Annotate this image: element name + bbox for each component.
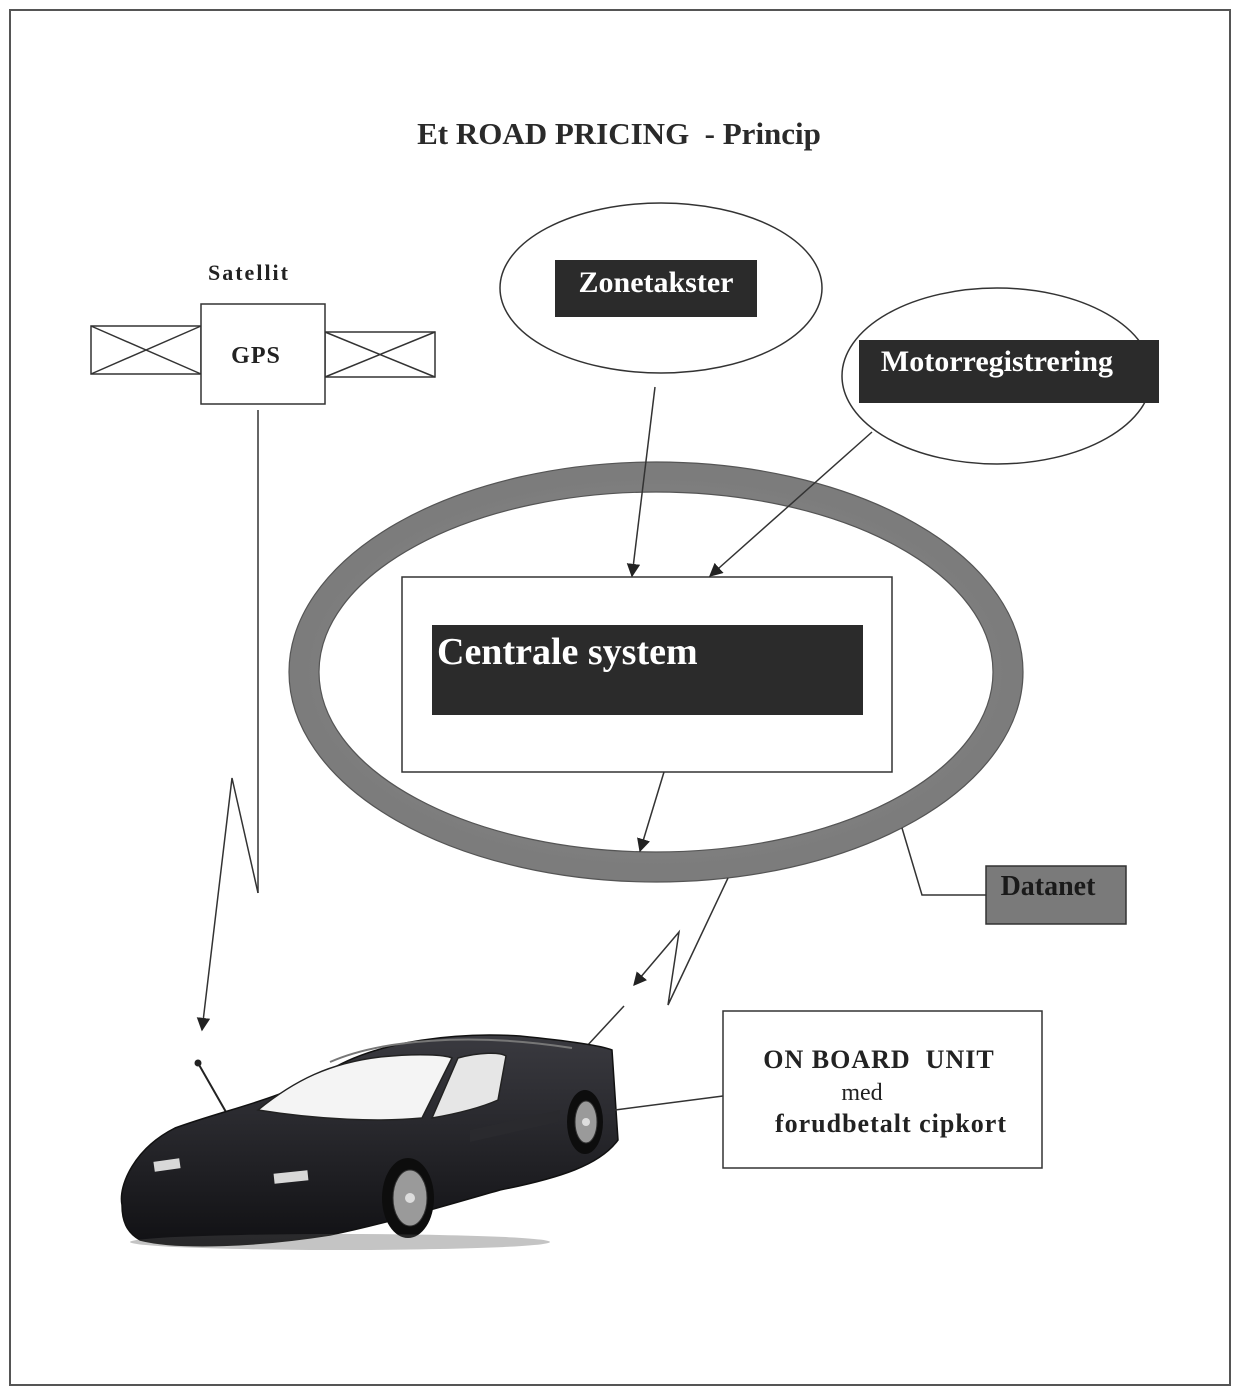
obu-line3: forudbetalt cipkort: [775, 1109, 1007, 1138]
central-ring: [289, 462, 1023, 882]
datanet-label: Datanet: [1001, 871, 1097, 902]
datanet-connector: [901, 827, 986, 896]
arrow-motorregistrering-to-central: [708, 431, 873, 577]
gps-zigzag-signal: [196, 777, 259, 1032]
satellite: Satellit GPS: [90, 260, 436, 405]
obu-line2: med: [841, 1080, 882, 1106]
motorregistrering-label-box: [859, 340, 1159, 403]
zonetakster-label: Zonetakster: [579, 266, 734, 299]
gps-box: [200, 303, 326, 405]
solar-panel-right-icon: [324, 331, 436, 378]
arrow-central-down: [637, 771, 665, 853]
diagram-title: Et ROAD PRICING - Princip: [417, 116, 821, 151]
on-board-unit-node: ON BOARD UNIT med forudbetalt cipkort: [722, 1010, 1043, 1169]
page-frame: [9, 9, 1231, 1386]
datanet-zigzag-signal: [633, 877, 729, 1006]
obu-connector: [614, 1095, 724, 1111]
motorregistrering-label: Motorregistrering: [881, 345, 1113, 378]
solar-panel-left-icon: [90, 325, 202, 375]
central-ring-outer-edge: [288, 461, 1024, 883]
car-icon: [120, 1034, 619, 1250]
satellite-caption: Satellit: [208, 260, 290, 285]
zonetakster-label-box: [555, 260, 757, 317]
motorregistrering-node: Motorregistrering: [841, 287, 1159, 465]
zonetakster-node: Zonetakster: [499, 202, 823, 374]
central-ring-inner-edge: [318, 491, 994, 853]
central-system-label: Centrale system: [437, 631, 698, 673]
central-system-node: Centrale system: [401, 576, 893, 773]
obu-line1: ON BOARD UNIT: [763, 1045, 994, 1074]
central-system-label-box: [432, 625, 863, 715]
gps-label: GPS: [231, 343, 281, 369]
datanet-node: Datanet: [985, 865, 1127, 925]
arrow-zonetakster-to-central: [626, 386, 656, 578]
